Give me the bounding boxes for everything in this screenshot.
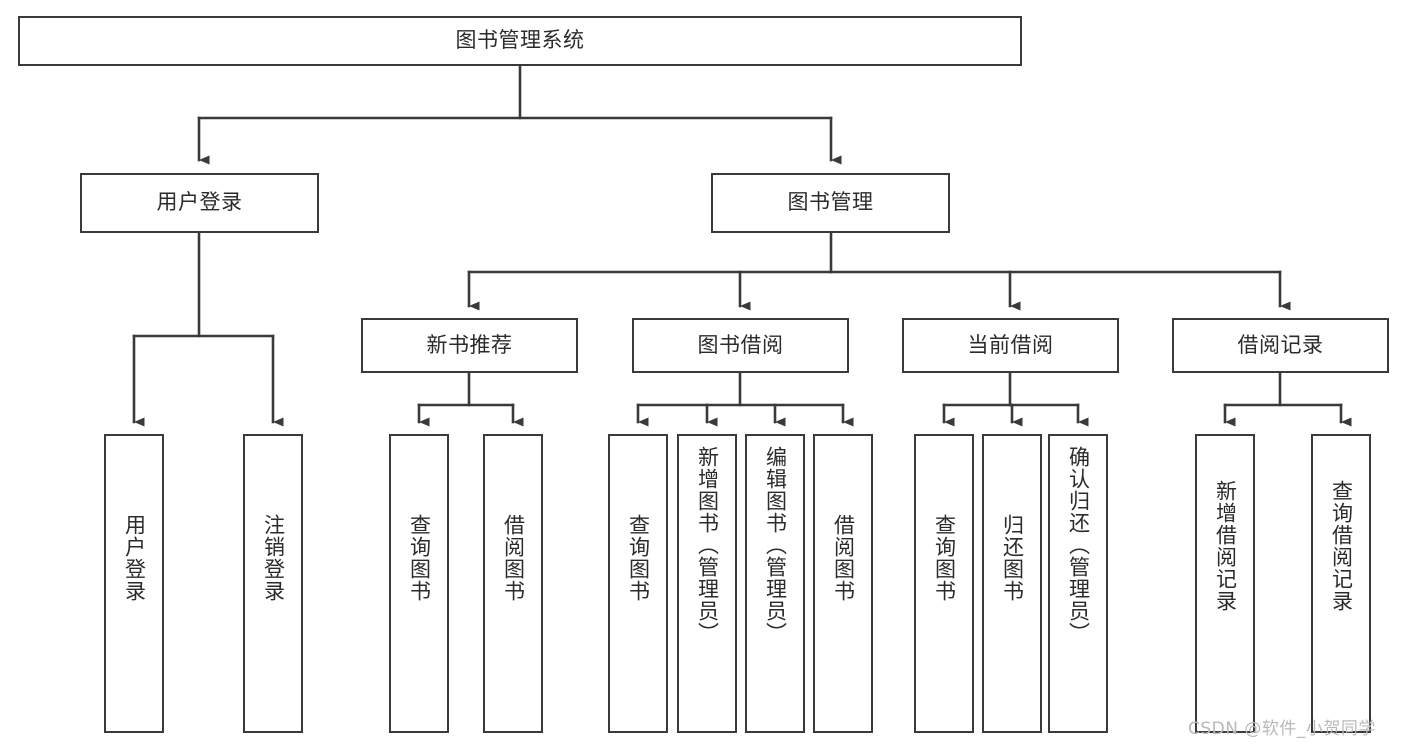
node-leaf-user-login[interactable]: 用户登录 — [104, 434, 164, 733]
csdn-watermark: CSDN @软件_小贺同学 — [1188, 719, 1376, 739]
node-leaf-add-book[interactable]: 新增图书（管理员） — [677, 434, 737, 733]
node-leaf-return-book[interactable]: 归还图书 — [982, 434, 1042, 733]
node-leaf-add-book-label: 新增图书（管理员） — [695, 446, 720, 644]
node-borrow-record[interactable]: 借阅记录 — [1172, 318, 1389, 373]
node-new-book-rec-label: 新书推荐 — [426, 332, 513, 357]
node-leaf-borrow-book-2-label: 借阅图书 — [831, 514, 856, 602]
node-leaf-confirm-return-label: 确认归还（管理员） — [1066, 446, 1091, 644]
node-borrow-record-label: 借阅记录 — [1237, 332, 1324, 357]
node-leaf-edit-book[interactable]: 编辑图书（管理员） — [745, 434, 805, 733]
node-leaf-confirm-return[interactable]: 确认归还（管理员） — [1048, 434, 1108, 733]
node-leaf-user-login-label: 用户登录 — [122, 514, 147, 602]
node-current-borrow[interactable]: 当前借阅 — [902, 318, 1119, 373]
node-book-manage-label: 图书管理 — [787, 190, 874, 215]
node-book-manage[interactable]: 图书管理 — [711, 173, 950, 233]
node-user-login-label: 用户登录 — [156, 190, 243, 215]
node-leaf-borrow-book-1[interactable]: 借阅图书 — [483, 434, 543, 733]
node-current-borrow-label: 当前借阅 — [967, 332, 1054, 357]
node-leaf-query-book-2[interactable]: 查询图书 — [608, 434, 668, 733]
node-leaf-borrow-book-1-label: 借阅图书 — [501, 514, 526, 602]
node-leaf-return-book-label: 归还图书 — [1000, 514, 1025, 602]
node-root[interactable]: 图书管理系统 — [18, 16, 1022, 66]
node-leaf-query-book-1[interactable]: 查询图书 — [389, 434, 449, 733]
node-leaf-add-record-label: 新增借阅记录 — [1213, 480, 1238, 612]
node-leaf-logout[interactable]: 注销登录 — [243, 434, 303, 733]
node-new-book-rec[interactable]: 新书推荐 — [361, 318, 578, 373]
node-leaf-borrow-book-2[interactable]: 借阅图书 — [813, 434, 873, 733]
node-book-borrow[interactable]: 图书借阅 — [632, 318, 849, 373]
node-leaf-query-book-2-label: 查询图书 — [626, 514, 651, 602]
node-root-label: 图书管理系统 — [455, 28, 585, 53]
node-leaf-edit-book-label: 编辑图书（管理员） — [763, 446, 788, 644]
node-leaf-add-record[interactable]: 新增借阅记录 — [1195, 434, 1255, 733]
node-book-borrow-label: 图书借阅 — [697, 332, 784, 357]
node-leaf-query-book-3[interactable]: 查询图书 — [914, 434, 974, 733]
node-leaf-query-record[interactable]: 查询借阅记录 — [1311, 434, 1371, 733]
node-leaf-query-record-label: 查询借阅记录 — [1329, 480, 1354, 612]
node-leaf-logout-label: 注销登录 — [261, 514, 286, 602]
node-leaf-query-book-1-label: 查询图书 — [407, 514, 432, 602]
node-user-login[interactable]: 用户登录 — [80, 173, 319, 233]
node-leaf-query-book-3-label: 查询图书 — [932, 514, 957, 602]
